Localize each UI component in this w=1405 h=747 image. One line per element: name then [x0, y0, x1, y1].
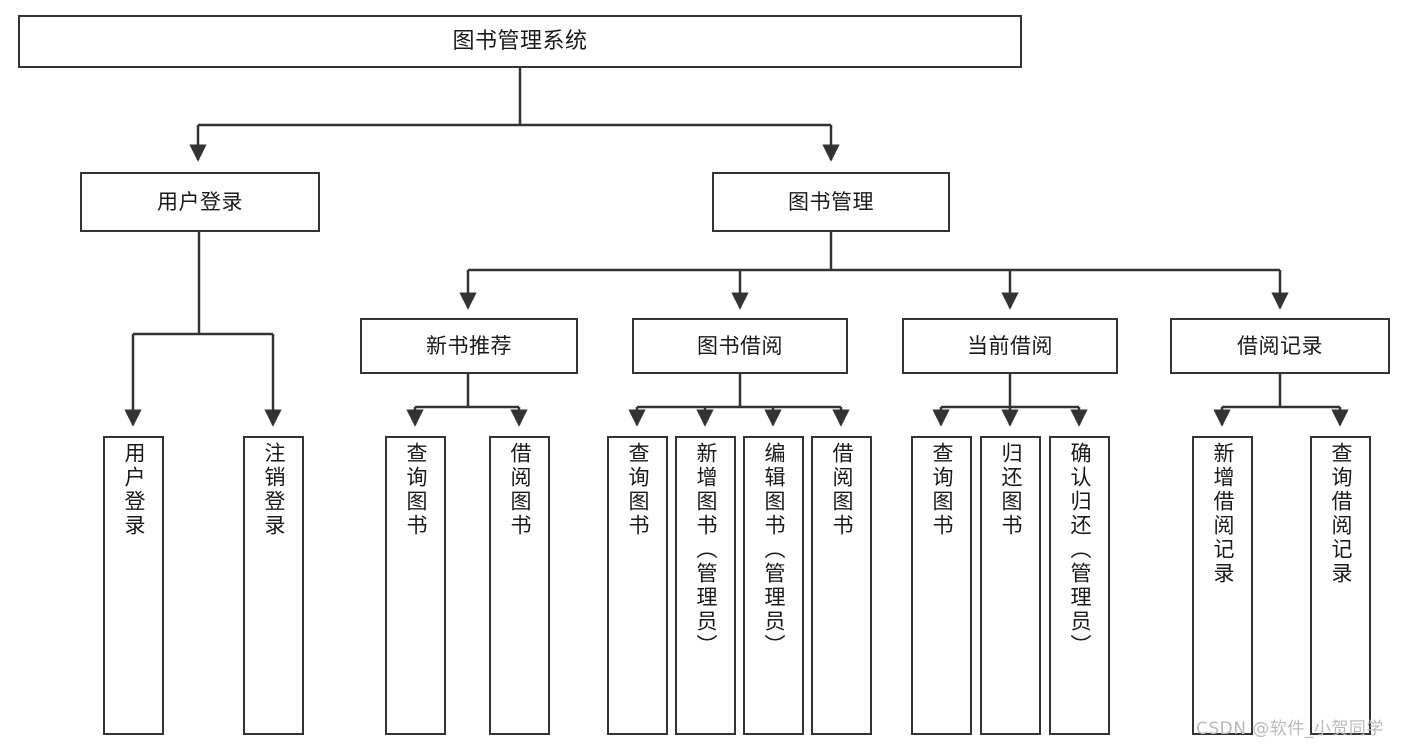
node-label: 图书借阅	[697, 333, 783, 358]
node-label: 新增图书（管理员）	[694, 442, 718, 658]
leaf-query-borrow-record[interactable]: 查询借阅记录	[1310, 436, 1371, 735]
csdn-watermark: CSDN @软件_小贺同学	[1196, 719, 1384, 739]
leaf-query-book-new[interactable]: 查询图书	[385, 436, 446, 735]
node-book-borrow[interactable]: 图书借阅	[632, 318, 848, 374]
node-label: 编辑图书（管理员）	[762, 442, 786, 658]
node-label: 借阅图书	[830, 442, 854, 538]
node-label: 查询图书	[626, 442, 650, 538]
node-label: 用户登录	[157, 189, 243, 214]
node-current-borrow[interactable]: 当前借阅	[902, 318, 1118, 374]
node-label: 借阅图书	[508, 442, 532, 538]
node-label: 查询图书	[404, 442, 428, 538]
node-borrow-record[interactable]: 借阅记录	[1170, 318, 1390, 374]
node-new-book-recommend[interactable]: 新书推荐	[360, 318, 578, 374]
leaf-query-book-current[interactable]: 查询图书	[911, 436, 972, 735]
node-label: 确认归还（管理员）	[1068, 442, 1092, 658]
node-label: 用户登录	[122, 442, 146, 538]
node-label: 图书管理系统	[452, 28, 588, 54]
node-label: 新增借阅记录	[1211, 442, 1235, 586]
leaf-add-book-admin[interactable]: 新增图书（管理员）	[675, 436, 736, 735]
node-label: 归还图书	[999, 442, 1023, 538]
node-label: 查询借阅记录	[1329, 442, 1353, 586]
leaf-edit-book-admin[interactable]: 编辑图书（管理员）	[743, 436, 804, 735]
node-label: 查询图书	[930, 442, 954, 538]
node-book-management[interactable]: 图书管理	[712, 172, 950, 232]
node-root-system[interactable]: 图书管理系统	[18, 15, 1022, 68]
leaf-logout-login[interactable]: 注销登录	[243, 436, 304, 735]
leaf-borrow-book-new[interactable]: 借阅图书	[489, 436, 550, 735]
node-label: 图书管理	[788, 189, 874, 214]
node-label: 借阅记录	[1237, 333, 1323, 358]
node-label: 注销登录	[262, 442, 286, 538]
leaf-query-book-borrow[interactable]: 查询图书	[607, 436, 668, 735]
node-label: 新书推荐	[426, 333, 512, 358]
node-label: 当前借阅	[967, 333, 1053, 358]
leaf-user-login[interactable]: 用户登录	[103, 436, 164, 735]
node-user-login[interactable]: 用户登录	[80, 172, 320, 232]
leaf-borrow-book[interactable]: 借阅图书	[811, 436, 872, 735]
leaf-add-borrow-record[interactable]: 新增借阅记录	[1192, 436, 1253, 735]
leaf-return-book[interactable]: 归还图书	[980, 436, 1041, 735]
leaf-confirm-return-admin[interactable]: 确认归还（管理员）	[1049, 436, 1110, 735]
